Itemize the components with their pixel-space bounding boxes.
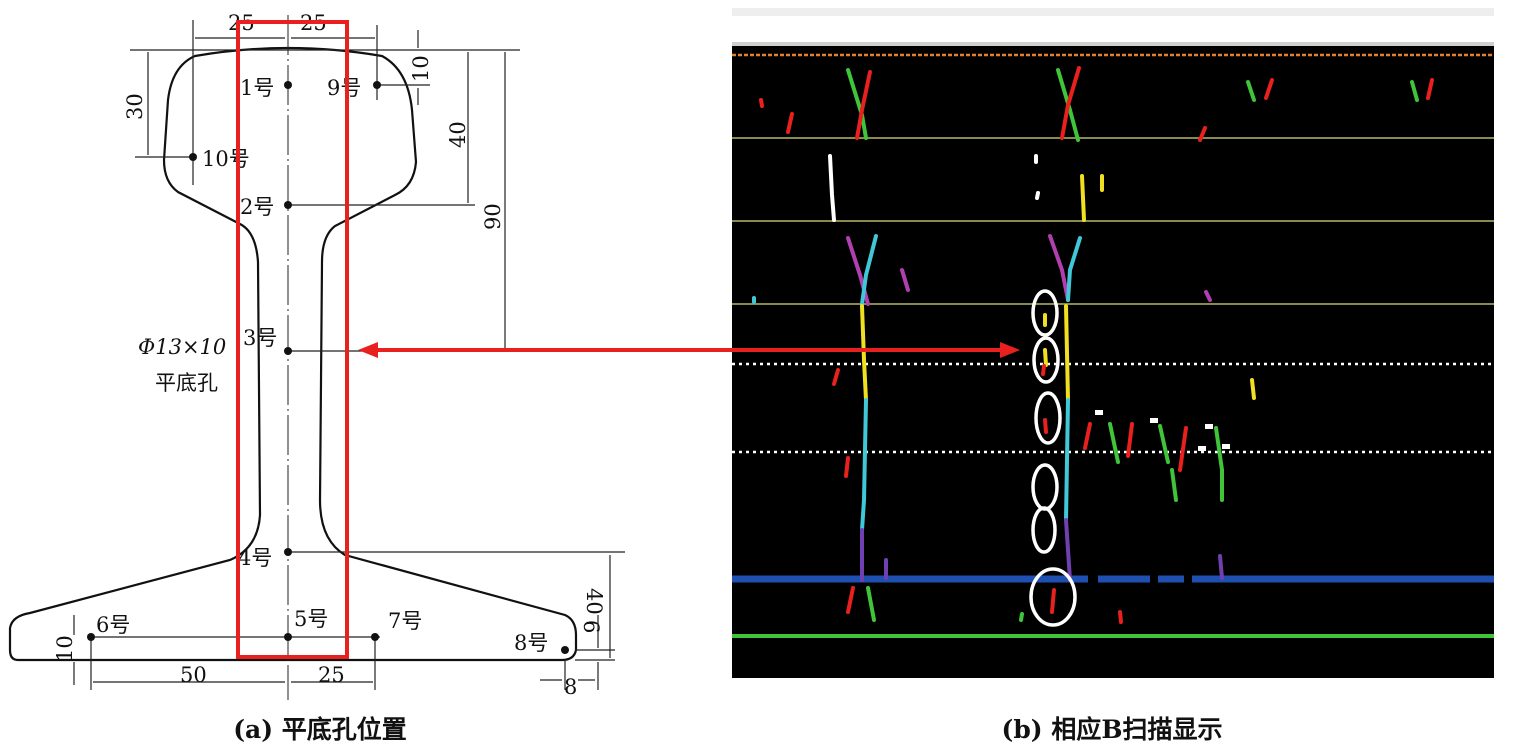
echo-trace [1064,304,1070,402]
marker-ellipse [1031,289,1059,337]
echo-trace [1426,78,1434,100]
hole-label-4: 4号 [238,546,272,570]
echo-trace [1246,80,1256,102]
marker-ellipse [1029,567,1077,627]
echo-trace [1048,234,1070,302]
hole-label-2: 2号 [240,195,274,219]
hole-points [87,81,569,654]
echo-trace [1080,174,1086,222]
echo-trace [1066,236,1082,302]
echo-trace [1126,422,1134,458]
dim-bottom-right: 25 [318,663,345,687]
echo-trace [1118,610,1123,624]
echo-trace [1064,518,1072,582]
dotted-lines [732,362,1494,454]
correspondence-arrow [358,342,1020,358]
b-scan-background [732,46,1494,678]
echo-blip [1198,446,1206,451]
echo-trace [759,98,764,108]
marker-ellipse [1032,336,1060,384]
echo-trace [846,586,855,614]
echo-trace [832,368,840,386]
echo-trace [786,112,794,134]
echo-blip [1222,444,1230,449]
echo-trace [900,268,910,292]
hole-label-3: 3号 [243,326,277,350]
highlight-box [236,20,349,659]
hole-label-7: 7号 [388,609,422,633]
echo-trace [1250,378,1256,400]
echo-trace [1056,68,1080,142]
hole-label-10: 10号 [202,147,250,171]
echo-trace [1218,554,1224,580]
echo-trace [1264,78,1274,100]
marker-ellipse [1034,391,1062,445]
echo-trace [1035,191,1040,200]
dim-foot-bottom-left: 10 [53,635,77,662]
dim-bottom-edge: 8 [564,675,577,699]
hole-label-1: 1号 [240,76,274,100]
dim-head-left: 30 [123,93,147,120]
rail-outline [8,46,578,662]
echo-trace [1178,426,1188,472]
echo-blip [1095,410,1103,415]
echo-trace [828,154,836,222]
echo-trace [1083,422,1092,450]
hole-label-5: 5号 [294,607,328,631]
echo-trace [1043,348,1048,367]
dim-head-right-small: 10 [409,55,433,82]
echo-trace [1064,398,1070,522]
caption-b: (b) 相应B扫描显示 [1002,715,1223,744]
echo-trace [1204,290,1212,302]
dim-foot-edge: 6 [579,620,603,633]
dim-web-depth: 90 [481,203,505,230]
b-scan-display [732,8,1494,678]
echo-trace [1198,126,1207,142]
echo-trace [1214,426,1224,472]
echo-blip [1150,418,1158,423]
echo-trace [1050,588,1056,614]
echo-trace [866,586,876,622]
dimension-lines [73,20,625,690]
dim-foot-height: 40 [582,588,606,615]
dim-head-depth: 40 [446,121,470,148]
echo-trace [860,398,868,532]
marker-ellipse [1031,506,1057,554]
echo-trace [855,70,872,140]
hole-label-8: 8号 [514,631,548,655]
echo-trace [1108,422,1120,464]
echo-trace [860,234,878,306]
echo-trace [1410,80,1419,102]
echo-trace [1158,424,1170,464]
dim-bottom-left: 50 [180,663,207,687]
hole-spec: Φ13×10 [138,335,226,359]
echo-traces [752,66,1434,624]
hole-type: 平底孔 [155,371,218,395]
caption-a: (a) 平底孔位置 [233,715,407,744]
rail-cross-section-drawing: 1号 2号 3号 4号 5号 6号 7号 8号 9号 10号 Φ13×10 平底… [8,11,625,700]
echo-trace [844,456,850,478]
echo-trace [1060,66,1081,140]
defect-markers [1029,289,1077,627]
hole-label-9: 9号 [327,76,361,100]
echo-trace [1041,364,1046,376]
echo-trace [1043,418,1048,434]
echo-trace [860,304,868,402]
echo-blip [1205,424,1213,429]
echo-trace [1170,468,1178,502]
echo-trace [1019,612,1024,622]
hole-label-6: 6号 [96,613,130,637]
